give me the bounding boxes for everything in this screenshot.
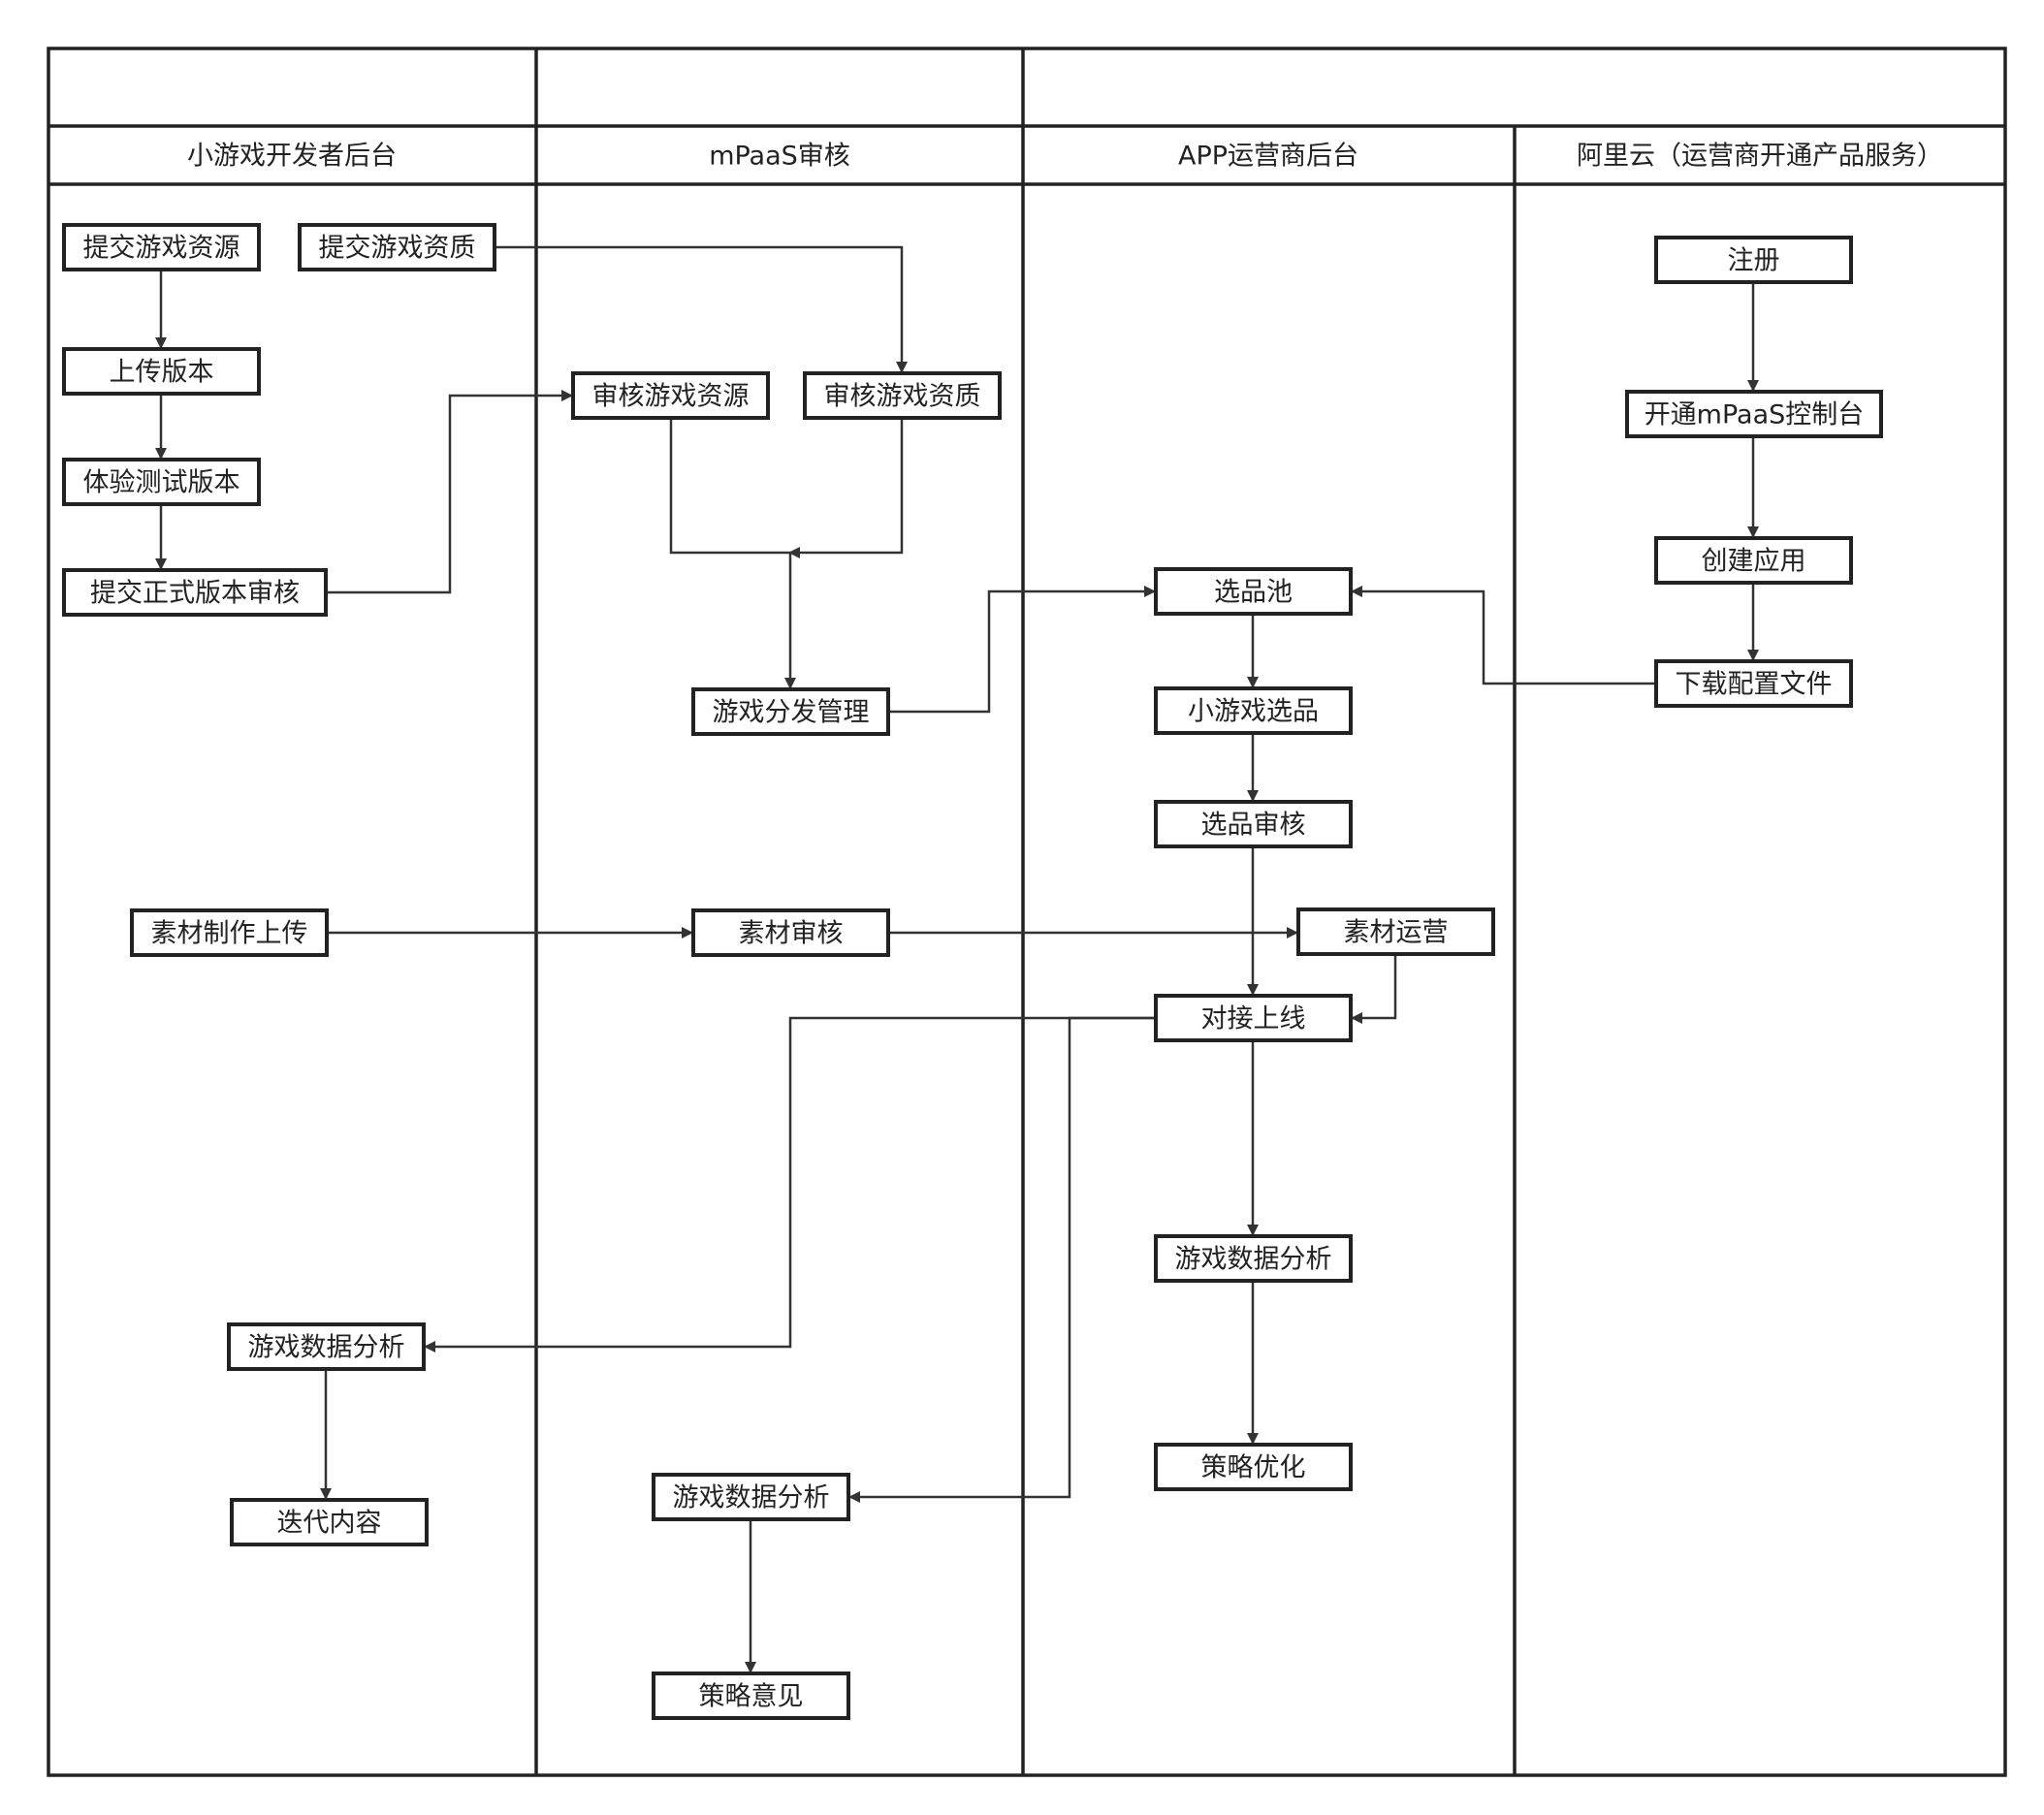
flow-node-n13[interactable]: 游戏数据分析	[652, 1473, 850, 1521]
flow-node-n4[interactable]: 体验测试版本	[62, 458, 261, 506]
edge-n18-to-n19	[1351, 954, 1397, 1024]
flow-node-n20[interactable]: 游戏数据分析	[1154, 1234, 1353, 1283]
edge-n25-to-n15	[1351, 586, 1656, 685]
lane-header-app: APP运营商后台	[1178, 142, 1358, 172]
flow-node-n24[interactable]: 创建应用	[1654, 536, 1853, 585]
flow-node-box	[652, 1473, 850, 1521]
flow-node-label: 素材运营	[1344, 918, 1449, 948]
flow-node-box	[1154, 567, 1353, 616]
flow-node-box	[1154, 1234, 1353, 1283]
flow-node-n19[interactable]: 对接上线	[1154, 994, 1353, 1042]
flow-node-n8[interactable]: 迭代内容	[230, 1498, 429, 1546]
flow-node-n25[interactable]: 下载配置文件	[1654, 659, 1853, 708]
flow-node-label: 选品池	[1214, 578, 1293, 608]
flow-node-box	[62, 347, 261, 396]
flow-node-box	[1154, 800, 1353, 848]
flow-node-label: 素材审核	[739, 919, 844, 949]
flow-node-box	[691, 687, 890, 736]
edge-n5-to-n9	[326, 390, 573, 594]
flow-node-box	[1154, 994, 1353, 1042]
flow-node-label: 创建应用	[1702, 547, 1806, 577]
lane-header-dev: 小游戏开发者后台	[187, 142, 397, 172]
flow-node-label: 提交游戏资源	[83, 234, 240, 264]
flow-node-box	[62, 223, 261, 271]
flow-node-label: 对接上线	[1201, 1004, 1306, 1035]
flow-node-n23[interactable]: 开通mPaaS控制台	[1625, 390, 1883, 438]
flow-node-n21[interactable]: 策略优化	[1154, 1443, 1353, 1491]
flow-node-label: 体验测试版本	[83, 468, 240, 498]
flow-node-label: 素材制作上传	[151, 919, 308, 949]
edge-n9-to-n11	[669, 418, 796, 689]
flow-node-label: 审核游戏资质	[824, 382, 981, 412]
flow-node-n12[interactable]: 素材审核	[691, 908, 890, 957]
flow-node-box	[1654, 236, 1853, 284]
flow-node-n16[interactable]: 小游戏选品	[1154, 686, 1353, 735]
lane-headers: 小游戏开发者后台 mPaaS审核 APP运营商后台 阿里云（运营商开通产品服务）	[187, 142, 1943, 172]
flow-node-label: 注册	[1728, 246, 1780, 276]
flow-node-box	[1154, 1443, 1353, 1491]
flow-node-box	[227, 1322, 426, 1371]
flow-node-box	[1654, 536, 1853, 585]
flow-node-label: 游戏分发管理	[713, 698, 870, 728]
flow-node-label: 审核游戏资源	[592, 382, 750, 412]
flow-node-label: 上传版本	[110, 358, 214, 388]
flow-node-n3[interactable]: 上传版本	[62, 347, 261, 396]
flow-node-label: 迭代内容	[277, 1509, 382, 1539]
lane-header-aliyun: 阿里云（运营商开通产品服务）	[1577, 142, 1943, 172]
flow-node-label: 选品审核	[1201, 811, 1306, 841]
flow-node-label: 游戏数据分析	[673, 1483, 830, 1513]
flow-edges	[155, 245, 1759, 1673]
flow-node-label: 下载配置文件	[1676, 670, 1833, 700]
flow-node-n22[interactable]: 注册	[1654, 236, 1853, 284]
flow-node-n2[interactable]: 提交游戏资质	[298, 223, 496, 271]
flow-node-n10[interactable]: 审核游戏资质	[803, 371, 1002, 420]
flow-node-n5[interactable]: 提交正式版本审核	[62, 568, 328, 617]
edge-n10-to-n11	[788, 418, 904, 558]
flow-node-n7[interactable]: 游戏数据分析	[227, 1322, 426, 1371]
flow-node-box	[691, 908, 890, 957]
flow-node-box	[1654, 659, 1853, 708]
flow-node-box	[62, 568, 328, 617]
flow-node-box	[62, 458, 261, 506]
flow-node-label: 提交正式版本审核	[90, 579, 300, 609]
lane-header-mpaas: mPaaS审核	[709, 142, 850, 172]
edge-n11-to-n15	[888, 586, 1156, 714]
flow-node-label: 开通mPaaS控制台	[1645, 400, 1865, 430]
flow-node-label: 提交游戏资质	[319, 234, 476, 264]
flow-node-box	[298, 223, 496, 271]
flow-node-n17[interactable]: 选品审核	[1154, 800, 1353, 848]
flow-node-n9[interactable]: 审核游戏资源	[571, 371, 770, 420]
flow-node-box	[571, 371, 770, 420]
flow-node-label: 游戏数据分析	[248, 1333, 405, 1363]
edge-n19-to-n7	[424, 1016, 1156, 1353]
flow-node-n15[interactable]: 选品池	[1154, 567, 1353, 616]
swimlane-grid	[47, 47, 2007, 1777]
flow-node-label: 策略意见	[699, 1682, 804, 1712]
flow-node-n6[interactable]: 素材制作上传	[130, 908, 329, 957]
flow-node-label: 小游戏选品	[1188, 697, 1319, 727]
flow-nodes: 提交游戏资源 提交游戏资质上传版本体验测试版本提交正式版本审核素材制作上传游戏数据…	[62, 223, 1883, 1720]
edge-n19-to-n13	[848, 1016, 1156, 1503]
flow-node-label: 策略优化	[1201, 1453, 1306, 1483]
flow-node-box	[130, 908, 329, 957]
flow-node-n14[interactable]: 策略意见	[652, 1672, 850, 1720]
flow-node-box	[230, 1498, 429, 1546]
flow-node-box	[1296, 908, 1495, 956]
flow-node-n1[interactable]: 提交游戏资源	[62, 223, 261, 271]
flow-node-n11[interactable]: 游戏分发管理	[691, 687, 890, 736]
edge-n2-to-n10	[495, 245, 908, 373]
flow-node-box	[652, 1672, 850, 1720]
flow-node-box	[803, 371, 1002, 420]
flow-node-n18[interactable]: 素材运营	[1296, 908, 1495, 956]
flow-node-box	[1154, 686, 1353, 735]
flow-node-box	[1625, 390, 1883, 438]
flow-node-label: 游戏数据分析	[1175, 1245, 1332, 1275]
